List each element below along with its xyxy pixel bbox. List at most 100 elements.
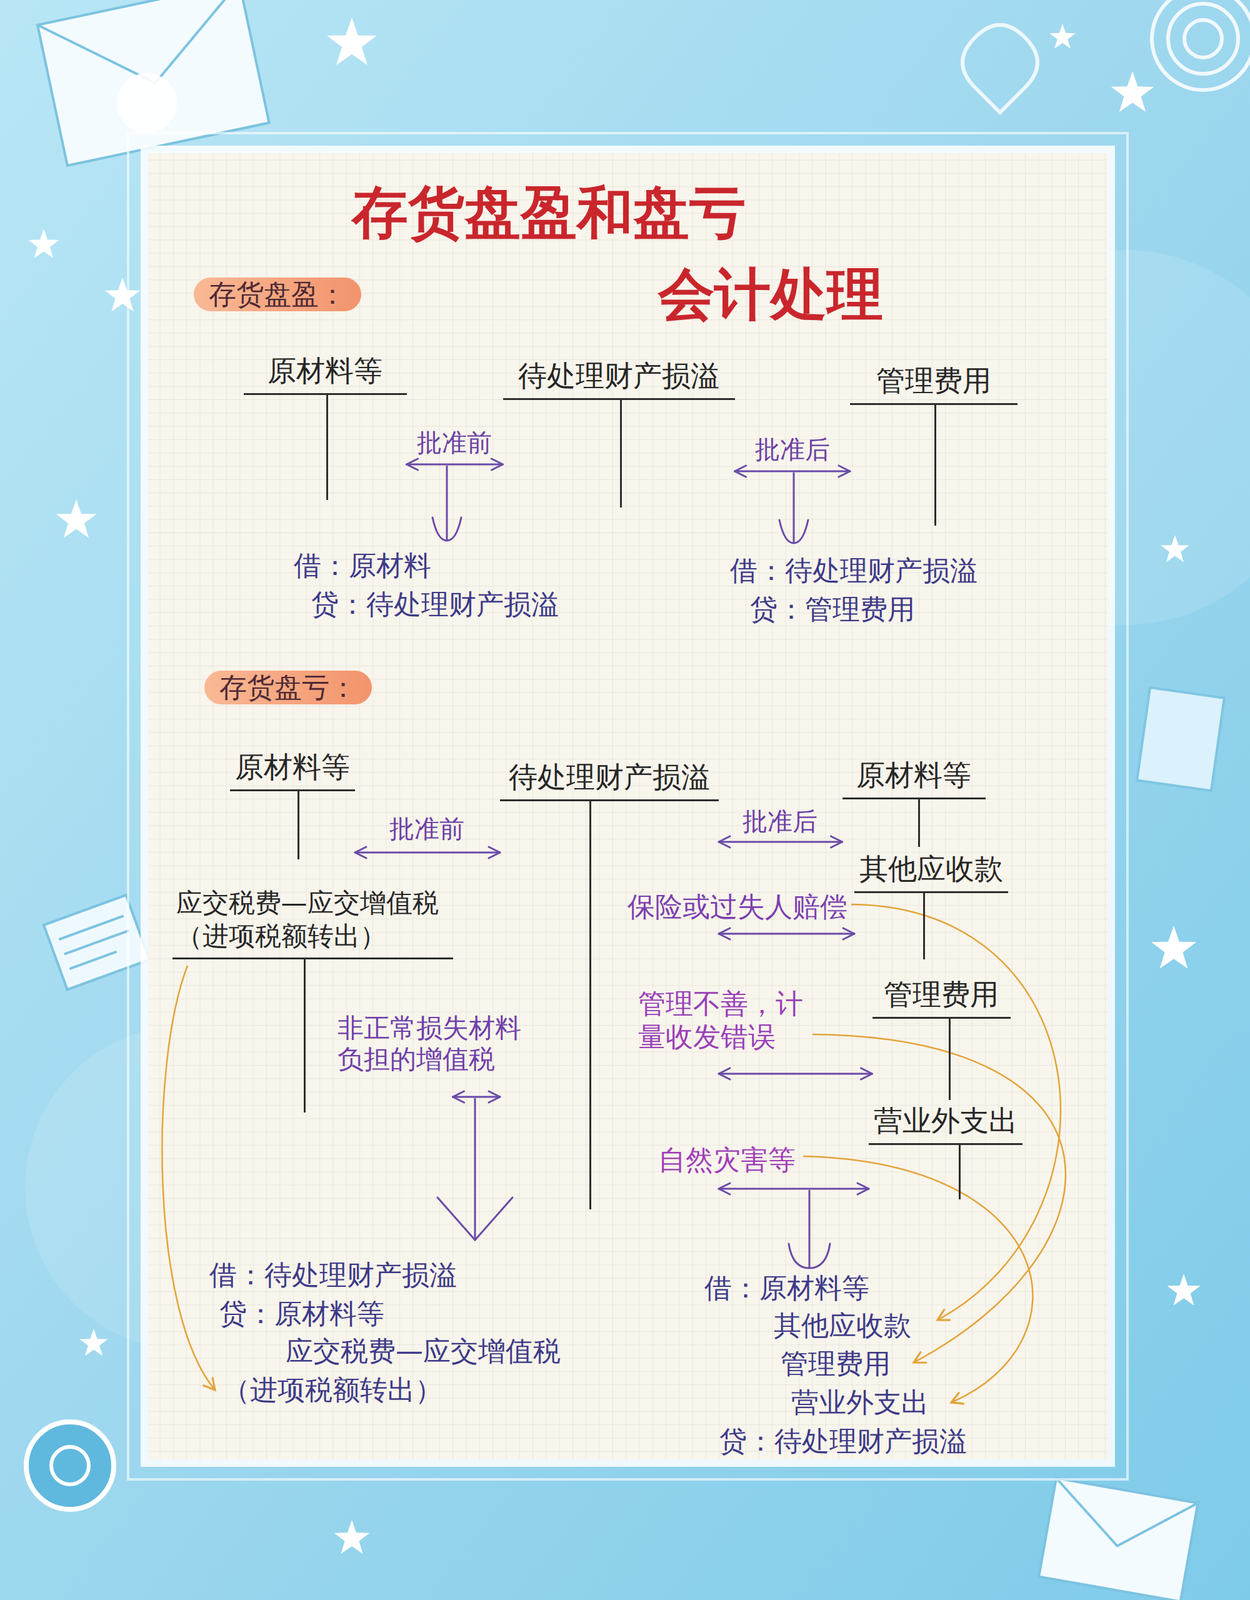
journal-line-box: 应交税费—应交增值税: [285, 1335, 561, 1368]
decor-shape: [788, 1243, 830, 1269]
t-account-head: 其他应收款: [854, 849, 1009, 894]
t-account-head: 待处理财产损溢: [503, 356, 735, 400]
journal-entry: 贷：待处理财产损溢: [311, 588, 559, 621]
t-account-stem: [918, 799, 920, 847]
edge-label: 批准后: [742, 806, 818, 837]
t-account: 营业外支出: [868, 1101, 1023, 1200]
t-account-stem: [326, 395, 329, 500]
edge-label-box: 批准后: [755, 434, 830, 465]
t-account-stem: [958, 1145, 961, 1200]
edge-label: 自然灾害等: [658, 1143, 796, 1177]
target-rings: [1151, 0, 1250, 90]
journal-entry: 其他应收款: [773, 1310, 912, 1342]
t-account-stem: [934, 405, 937, 526]
edge-label: 非正常损失材料 负担的增值税: [337, 1012, 532, 1076]
section-tag: 存货盘盈：: [193, 277, 362, 312]
decor-shape: [1038, 1478, 1198, 1600]
journal-line-box: 借：待处理财产损溢: [730, 555, 978, 587]
t-account: 待处理财产损溢: [503, 356, 735, 508]
account-name: 原材料等: [856, 758, 972, 793]
section-label: 存货盘盈：: [208, 277, 347, 312]
t-account: 原材料等: [243, 351, 407, 500]
decor-shape: [1151, 925, 1197, 969]
decor-shape: [474, 1098, 477, 1240]
journal-line-box: 管理费用: [780, 1348, 891, 1380]
section-tag: 存货盘亏：: [204, 670, 372, 705]
decor-shape: [58, 915, 134, 969]
posting-arrow: [406, 463, 504, 466]
journal-entry: 借：原材料: [293, 550, 432, 582]
journal-entry: 管理费用: [780, 1348, 891, 1380]
decor-shape: [851, 904, 1061, 1320]
account-name: 其他应收款: [859, 851, 1004, 887]
leader-curves: [161, 904, 1066, 1403]
t-account: 原材料等: [230, 747, 355, 860]
decor-shape: [1111, 71, 1154, 112]
edge-label-box: 批准后: [742, 806, 818, 837]
account-name: 管理费用: [883, 977, 999, 1012]
t-account-head: 待处理财产损溢: [500, 757, 719, 802]
decor-shape: [28, 228, 59, 259]
decor-shape: [779, 520, 809, 544]
edge-label-box: 批准前: [389, 813, 465, 844]
journal-line-box: 借：原材料: [293, 550, 432, 582]
heart-icon: [962, 25, 1038, 113]
journal-line-box: （进项税额转出）: [222, 1374, 443, 1407]
edge-label-box: 管理不善，计 量收发错误: [638, 987, 815, 1054]
t-account-head: 管理费用: [850, 361, 1018, 405]
edge-label-box: 自然灾害等: [658, 1143, 796, 1177]
t-account-stem: [948, 1018, 951, 1100]
edge-label-box: 保险或过失人赔偿: [627, 890, 848, 924]
t-account-stem: [297, 791, 300, 860]
account-name: 管理费用: [876, 363, 992, 399]
posting-arrow: [453, 1096, 501, 1099]
journal-entry: 贷：原材料等: [219, 1298, 385, 1330]
journal-entry: 借：待处理财产损溢: [730, 555, 978, 587]
decor-shape: [437, 1197, 513, 1240]
posting-arrow: [355, 851, 500, 854]
t-account: 原材料等: [842, 755, 986, 847]
envelope-icon: [37, 0, 270, 166]
t-account-head: 原材料等: [243, 351, 407, 395]
decor-shape: [808, 1190, 811, 1268]
posting-arrow: [718, 1073, 873, 1075]
edge-label-box: 非正常损失材料 负担的增值税: [337, 1012, 532, 1076]
t-account: 管理费用: [850, 361, 1018, 526]
decor-shape: [333, 1520, 370, 1554]
decor-shape: [104, 277, 140, 312]
decor-shape: [43, 895, 150, 990]
journal-entry: 贷：待处理财产损溢: [719, 1425, 967, 1458]
t-account-stem: [589, 801, 592, 1210]
account-name: 待处理财产损溢: [508, 760, 710, 795]
paper-grid: [148, 153, 1108, 1460]
edge-label: 保险或过失人赔偿: [627, 890, 848, 924]
posting-arrow: [718, 933, 855, 935]
journal-entry: 应交税费—应交增值税: [285, 1335, 561, 1368]
decor-shape: [793, 473, 795, 543]
decor-shape: [1049, 23, 1076, 49]
account-name: 待处理财产损溢: [518, 358, 720, 394]
diagram-title: 存货盘盈和盘亏 会计处理: [351, 171, 884, 335]
t-account-head: 原材料等: [842, 755, 986, 800]
t-account-head: 管理费用: [872, 975, 1011, 1019]
decor-shape: [446, 466, 449, 540]
decor-shape: [161, 965, 215, 1390]
edge-label: 批准后: [755, 434, 830, 465]
paper-sheet: [148, 153, 1108, 1460]
decor-shape: [1160, 535, 1190, 562]
journal-entry: 贷：管理费用: [750, 593, 915, 626]
decor-shape: [326, 17, 377, 65]
t-account-stem: [303, 959, 306, 1113]
decor-shape: [1136, 687, 1225, 791]
bubble: [116, 73, 177, 134]
t-account-head: 应交税费—应交增值税 （进项税额转出）: [172, 884, 454, 960]
decor-shape: [56, 499, 97, 539]
note-icon: [1136, 687, 1225, 791]
journal-line-box: 贷：原材料等: [219, 1298, 385, 1330]
badge-icon: [26, 1421, 114, 1510]
edge-label: 管理不善，计 量收发错误: [638, 987, 815, 1054]
decor-shape: [1184, 20, 1222, 58]
posting-arrow: [718, 1188, 869, 1190]
journal-line-box: 借：待处理财产损溢: [209, 1259, 457, 1292]
